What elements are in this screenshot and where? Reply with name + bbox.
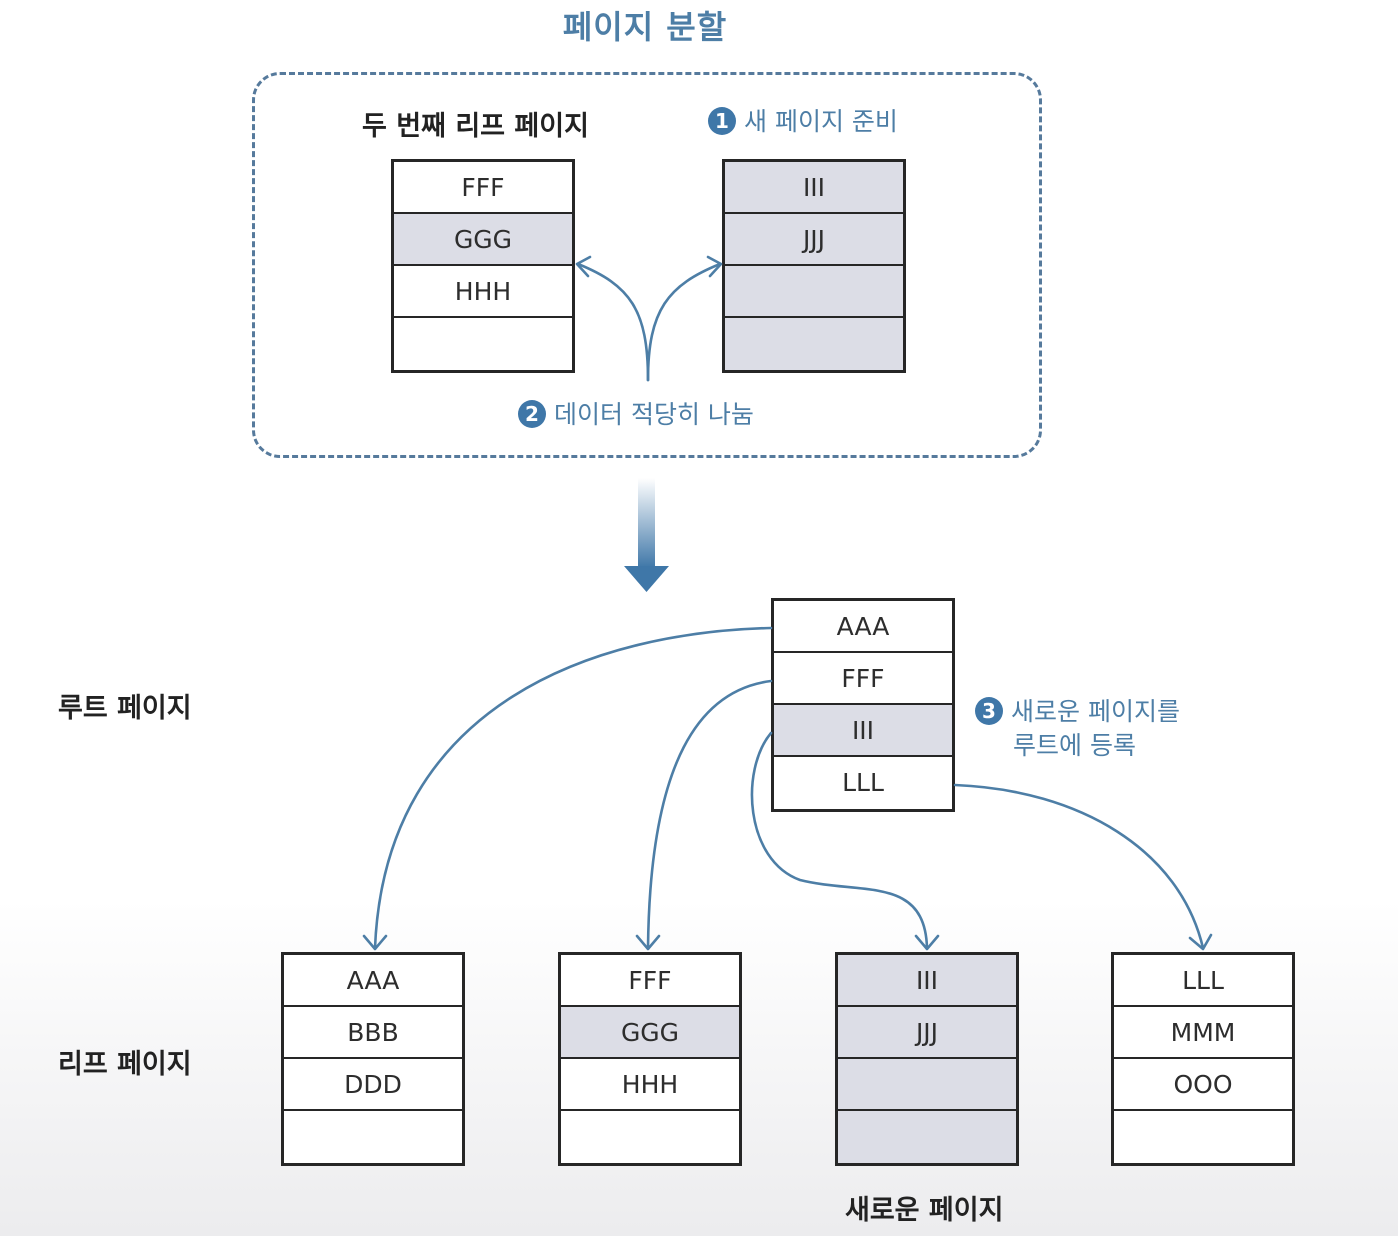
root-to-leaf4-head [1188,933,1213,951]
page-row: BBB [284,1007,462,1059]
root-to-newleaf-head [914,934,940,951]
step2-number-badge: 2 [518,400,546,428]
leaf-page-4: LLL MMM OOO [1111,952,1295,1166]
root-page: AAA FFF III LLL [771,598,955,812]
leaf-page-new: III JJJ [835,952,1019,1166]
page-row [725,266,903,318]
root-to-leaf2-head [635,934,661,951]
page-row: FFF [774,653,952,705]
step3-note: 3 새로운 페이지를 루트에 등록 [975,695,1180,763]
diagram-title: 페이지 분할 [562,8,728,46]
root-to-leaf4-arrow [953,783,1205,950]
step3-line2: 루트에 등록 [1013,731,1136,760]
split-arrow-left [576,262,650,382]
page-row: HHH [561,1059,739,1111]
page-row: LLL [1114,955,1292,1007]
step3-number-badge: 3 [975,697,1003,725]
leaf-page-label: 리프 페이지 [58,1049,192,1080]
leaf-page-1: AAA BBB DDD [281,952,465,1166]
page-row: MMM [1114,1007,1292,1059]
down-arrow-shaft [638,478,655,568]
new-page-label: 새로운 페이지 [845,1195,1004,1226]
split-arrow-right [646,262,722,382]
page-row: AAA [774,601,952,653]
step1-text: 새 페이지 준비 [744,107,898,136]
page-row: AAA [284,955,462,1007]
split-region [252,72,1042,458]
step2-text: 데이터 적당히 나눔 [554,400,754,429]
second-leaf-page: FFF GGG HHH [391,159,575,373]
page-row: GGG [561,1007,739,1059]
step1-note: 1 새 페이지 준비 [708,105,898,139]
page-row: DDD [284,1059,462,1111]
root-to-leaf2-arrow [646,679,773,950]
page-row [838,1059,1016,1111]
page-row: JJJ [838,1007,1016,1059]
page-row: OOO [1114,1059,1292,1111]
root-to-newleaf-arrow [750,731,929,950]
root-page-label: 루트 페이지 [58,693,192,724]
page-row: HHH [394,266,572,318]
page-row: JJJ [725,214,903,266]
split-arrow-right-head [706,255,723,278]
split-arrow-left-head [575,255,592,278]
step2-note: 2 데이터 적당히 나눔 [518,398,754,432]
page-row: III [774,705,952,757]
down-arrow-head [624,566,669,592]
page-row: III [725,162,903,214]
step3-line1: 새로운 페이지를 [1011,697,1180,726]
root-to-leaf1-arrow [373,626,773,950]
page-row: III [838,955,1016,1007]
page-row: FFF [561,955,739,1007]
new-page-prepared: III JJJ [722,159,906,373]
second-leaf-label: 두 번째 리프 페이지 [362,111,589,142]
step1-number-badge: 1 [708,107,736,135]
leaf-page-2: FFF GGG HHH [558,952,742,1166]
page-row: FFF [394,162,572,214]
page-row: LLL [842,768,884,797]
root-to-leaf1-head [362,934,388,951]
page-row: GGG [394,214,572,266]
